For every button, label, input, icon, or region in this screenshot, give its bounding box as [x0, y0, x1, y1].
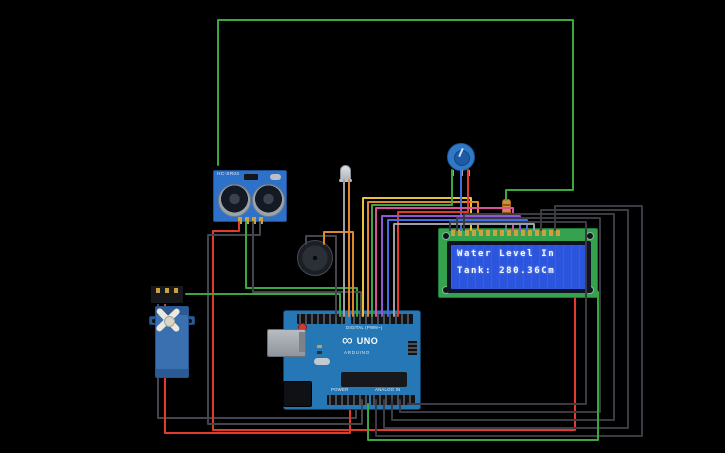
smd-component: [317, 345, 322, 348]
potentiometer[interactable]: [447, 143, 475, 176]
resistor-band: [503, 212, 510, 214]
analog-header[interactable]: [371, 395, 415, 405]
servo-conn-pin-2[interactable]: [165, 288, 169, 293]
icsp-header[interactable]: [408, 341, 417, 355]
transducer-left: [218, 184, 251, 217]
lcd-pin[interactable]: [458, 230, 462, 236]
analog-label: ANALOG IN: [375, 388, 401, 393]
infinity-logo-icon: ∞: [342, 332, 353, 349]
digital-header-left[interactable]: [351, 314, 413, 324]
resistor[interactable]: [502, 199, 511, 219]
lcd-pin[interactable]: [556, 230, 560, 236]
smd-component: [317, 351, 322, 354]
pot-leg-2[interactable]: [460, 170, 463, 176]
sensor-crystal: [270, 174, 281, 180]
lcd-pin[interactable]: [542, 230, 546, 236]
pot-leg-1[interactable]: [451, 170, 454, 176]
led[interactable]: [339, 165, 352, 182]
wire-buzzer-pos[interactable]: [323, 231, 354, 317]
servo-screw-hole-left: [152, 319, 156, 323]
servo-horn[interactable]: [150, 302, 186, 338]
piezo-buzzer[interactable]: [297, 240, 333, 276]
lcd-pin[interactable]: [472, 230, 476, 236]
sensor-pin-trig[interactable]: [245, 217, 249, 224]
lcd-screen: Water Level In Tank: 280.36Cm: [451, 245, 587, 289]
lcd-pin[interactable]: [549, 230, 553, 236]
model-label: UNO: [356, 335, 379, 346]
sensor-pin-gnd[interactable]: [259, 217, 263, 224]
atmega-chip: [341, 372, 407, 387]
transducer-right: [252, 184, 285, 217]
arduino-logo: ∞ UNO: [342, 333, 378, 348]
sensor-chip: [244, 174, 258, 180]
arduino-uno-board[interactable]: DIGITAL (PWM~) POWER ANALOG IN ∞ UNO ARD…: [267, 310, 421, 410]
lcd-pin[interactable]: [528, 230, 532, 236]
lcd-pin[interactable]: [521, 230, 525, 236]
usb-port: [267, 329, 306, 357]
servo-connector[interactable]: [150, 285, 184, 304]
lcd-16x2[interactable]: Water Level In Tank: 280.36Cm: [438, 228, 598, 298]
lcd-pin[interactable]: [500, 230, 504, 236]
crystal-oscillator: [314, 358, 330, 365]
servo-horn-hub: [164, 316, 175, 327]
lcd-line-2: Tank: 280.36Cm: [457, 266, 556, 276]
servo-conn-pin-3[interactable]: [174, 288, 178, 293]
lcd-pin[interactable]: [493, 230, 497, 236]
power-jack: [283, 381, 312, 407]
sensor-pin-vcc[interactable]: [238, 217, 242, 224]
resistor-band: [503, 204, 510, 206]
power-header[interactable]: [327, 395, 369, 405]
lcd-pin[interactable]: [479, 230, 483, 236]
servo-bottom-band: [156, 369, 188, 377]
sensor-label: HC-SR04: [217, 172, 240, 177]
sensor-pin-echo[interactable]: [252, 217, 256, 224]
lcd-pin[interactable]: [514, 230, 518, 236]
lcd-pin[interactable]: [465, 230, 469, 236]
brand-label: ARDUINO: [344, 351, 371, 356]
lcd-pin[interactable]: [451, 230, 455, 236]
servo-conn-pin-1[interactable]: [156, 288, 160, 293]
lcd-hole-tl: [442, 232, 450, 240]
digital-label: DIGITAL (PWM~): [346, 326, 383, 331]
pot-leg-3[interactable]: [467, 170, 470, 176]
lcd-pin[interactable]: [486, 230, 490, 236]
ultrasonic-sensor[interactable]: HC-SR04: [213, 170, 287, 224]
lcd-pin[interactable]: [535, 230, 539, 236]
lcd-line-1: Water Level In: [457, 249, 556, 259]
power-label: POWER: [331, 388, 349, 393]
lcd-pin[interactable]: [507, 230, 511, 236]
lcd-hole-tr: [586, 232, 594, 240]
